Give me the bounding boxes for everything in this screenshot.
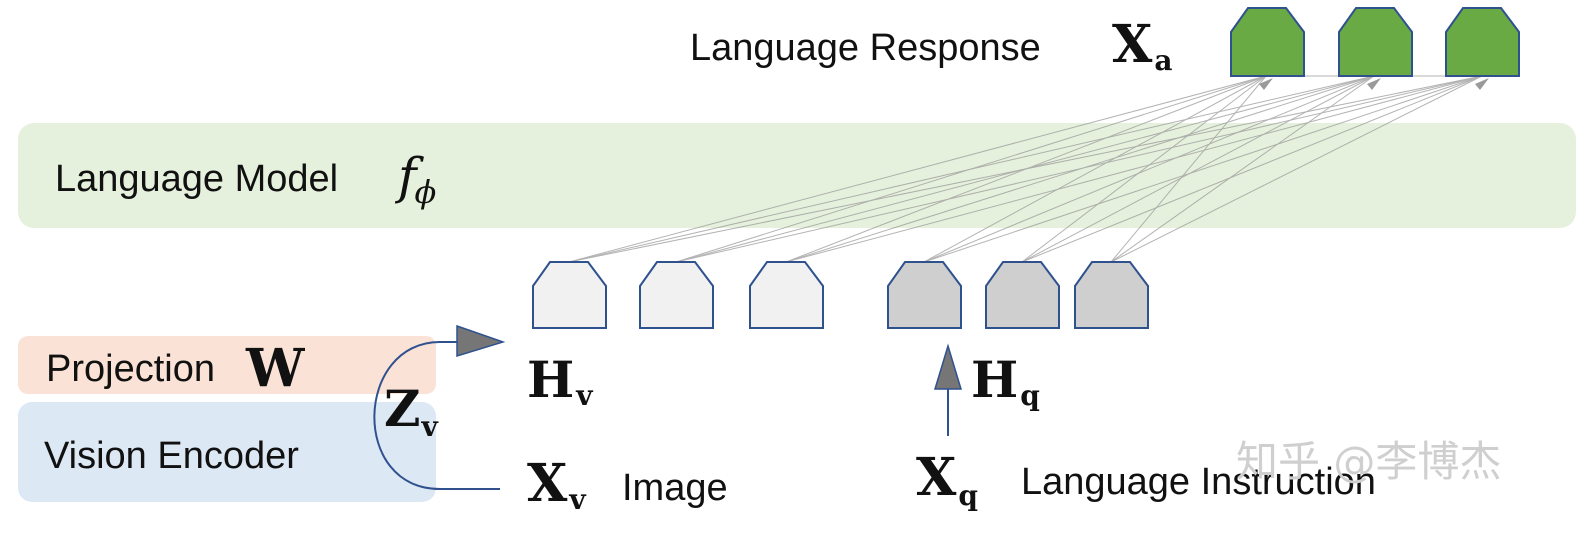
xv-symbol-main: X <box>527 453 568 514</box>
response-token-1 <box>1230 7 1305 77</box>
projection-label: Projection <box>46 348 215 390</box>
xv-symbol-sub: v <box>568 483 586 516</box>
instruction-token-3 <box>1074 261 1149 329</box>
connector-arrowheads <box>1259 78 1489 90</box>
language-response-label: Language Response <box>690 27 1041 69</box>
instruction-tokens <box>887 261 1149 329</box>
xq-symbol-main: X <box>916 447 957 508</box>
language-model-band <box>18 123 1576 228</box>
arrowhead-response-1 <box>1259 78 1273 90</box>
response-symbol-sub: a <box>1154 44 1172 77</box>
xv-symbol: Xv <box>527 453 586 516</box>
hv-symbol-main: H <box>527 350 574 409</box>
instruction-token-1 <box>887 261 962 329</box>
response-symbol: Xa <box>1112 14 1173 77</box>
image-token-1 <box>532 261 607 329</box>
vision-flow-curve <box>373 341 500 490</box>
image-tokens <box>532 261 824 329</box>
projection-band <box>18 336 436 394</box>
hv-symbol-sub: v <box>575 379 593 412</box>
language-model-label: Language Model <box>55 158 338 200</box>
response-tokens <box>1230 7 1520 77</box>
hq-symbol-main: H <box>971 350 1018 409</box>
instruction-token-2 <box>985 261 1060 329</box>
hv-symbol: Hv <box>527 350 593 412</box>
hq-symbol-sub: q <box>1020 379 1040 412</box>
z-symbol-sub: v <box>421 410 439 443</box>
projection-symbol: W <box>245 338 306 399</box>
language-model-symbol-sub: ϕ <box>415 173 437 211</box>
image-token-3 <box>749 261 824 329</box>
arrowhead-response-2 <box>1367 78 1381 90</box>
vision-flow-arrowhead <box>456 324 506 358</box>
z-symbol-main: Z <box>384 379 421 438</box>
token-connector-lines <box>568 75 1483 263</box>
response-token-3 <box>1445 7 1520 77</box>
xq-symbol: Xq <box>916 447 978 512</box>
vision-encoder-label: Vision Encoder <box>44 435 299 477</box>
xq-symbol-sub: q <box>958 479 978 512</box>
hq-symbol: Hq <box>971 350 1040 412</box>
instruction-flow-arrowhead <box>933 343 963 390</box>
image-label: Image <box>622 467 728 509</box>
z-symbol: Zv <box>384 379 439 443</box>
language-instruction-label: Language Instruction <box>1021 461 1376 503</box>
watermark: 知乎 @李博杰 <box>1236 437 1501 486</box>
image-token-2 <box>639 261 714 329</box>
response-symbol-main: X <box>1112 14 1153 75</box>
arrowhead-response-3 <box>1475 78 1489 90</box>
response-token-2 <box>1338 7 1413 77</box>
vision-encoder-band <box>18 402 436 502</box>
